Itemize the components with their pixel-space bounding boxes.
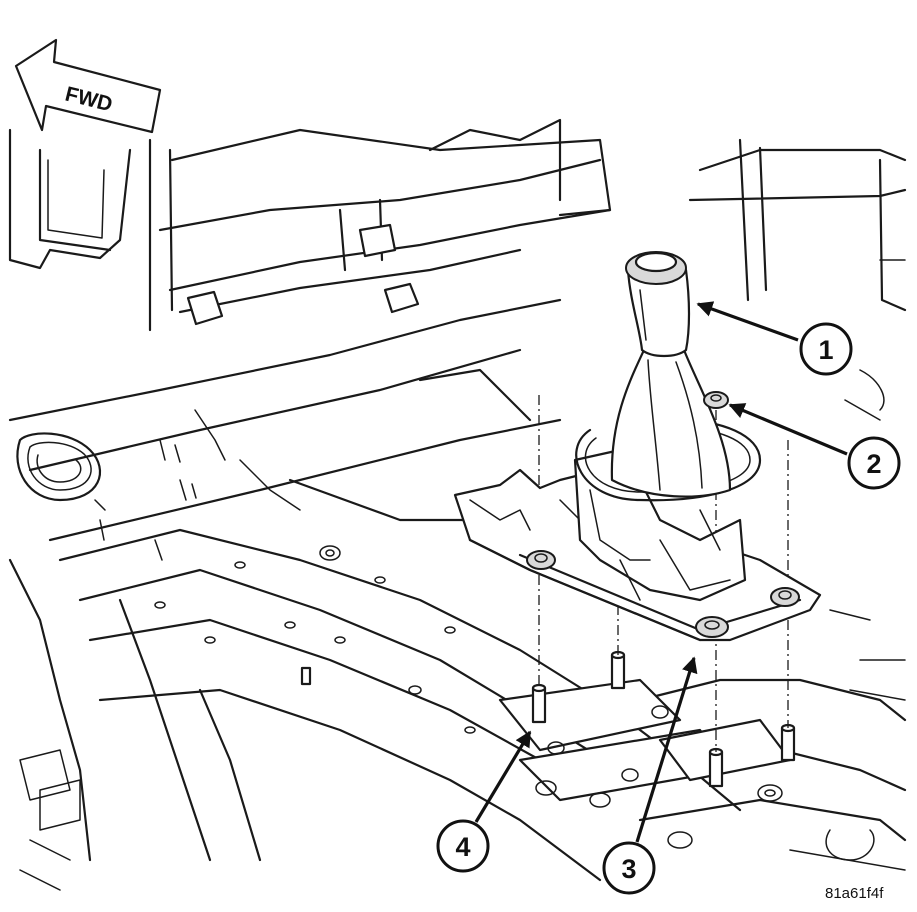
figure-id: 81a61f4f xyxy=(825,885,884,902)
callout-2: 2 xyxy=(728,403,901,490)
shift-knob xyxy=(625,251,691,358)
fwd-arrow: FWD xyxy=(14,38,162,134)
dashboard-structure xyxy=(8,118,907,421)
floor-pan xyxy=(8,298,907,891)
floor-holes xyxy=(154,545,783,849)
callout-4: 4 xyxy=(436,730,532,873)
callout-3: 3 xyxy=(602,656,698,895)
callout-2-label: 2 xyxy=(866,449,881,479)
callout-4-label: 4 xyxy=(455,832,470,862)
retaining-nut xyxy=(703,391,729,409)
callout-1: 1 xyxy=(696,301,853,376)
shift-boot xyxy=(610,348,732,498)
mounting-studs xyxy=(300,650,796,788)
callout-3-label: 3 xyxy=(621,854,636,884)
callout-1-label: 1 xyxy=(818,335,833,365)
left-harness xyxy=(16,409,301,561)
